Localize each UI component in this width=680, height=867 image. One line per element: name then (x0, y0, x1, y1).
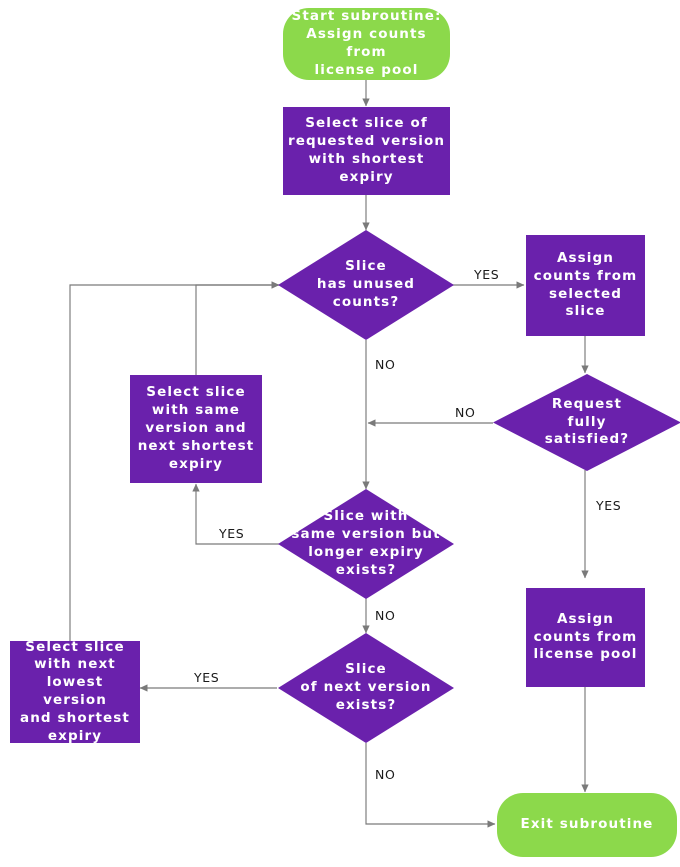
node-select-slice-shortest-expiry[interactable]: Select slice of requested version with s… (283, 107, 450, 195)
node-select-slice-next-lowest-version[interactable]: Select slice with next lowest version an… (10, 638, 140, 744)
edge-label-next-version-no: NO (375, 767, 396, 782)
node-assign-counts-license-pool[interactable]: Assign counts from license pool (526, 588, 645, 687)
node-exit-label: Exit subroutine (520, 816, 654, 833)
node-slice-same-version-longer-expiry[interactable]: Slice with same version but longer expir… (278, 489, 454, 599)
edge-label-request-satisfied-yes: YES (596, 498, 622, 513)
node-slice-next-version-exists[interactable]: Slice of next version exists? (278, 633, 454, 743)
edge-label-longer-expiry-no: NO (375, 608, 396, 623)
node-exit[interactable]: Exit subroutine (497, 793, 677, 857)
edge-next-version-no (365, 743, 496, 828)
edge-select-next-lowest-to-has-unused (69, 281, 280, 641)
edge-label-has-unused-no: NO (375, 357, 396, 372)
node-slice-has-unused-counts-label: Slice has unused counts? (316, 258, 416, 310)
node-select-slice-next-lowest-version-label: Select slice with next lowest version an… (20, 638, 130, 744)
node-assign-counts-selected-slice[interactable]: Assign counts from selected slice (526, 235, 645, 336)
edge-longer-expiry-yes (192, 483, 279, 545)
node-slice-same-version-longer-expiry-label: Slice with same version but longer expir… (291, 508, 441, 578)
edge-label-next-version-yes: YES (194, 670, 220, 685)
node-start-label: Start subroutine: Assign counts from lic… (291, 8, 442, 78)
node-assign-counts-license-pool-label: Assign counts from license pool (533, 610, 638, 663)
edge-label-has-unused-yes: YES (474, 267, 500, 282)
node-start[interactable]: Start subroutine: Assign counts from lic… (283, 8, 450, 80)
node-request-fully-satisfied-label: Request fully satisfied? (544, 395, 630, 448)
node-slice-has-unused-counts[interactable]: Slice has unused counts? (278, 230, 454, 340)
edge-label-request-satisfied-no: NO (455, 405, 476, 420)
node-select-slice-same-version-next-shortest-label: Select slice with same version and next … (137, 384, 255, 472)
edge-label-longer-expiry-yes: YES (219, 526, 245, 541)
node-slice-next-version-exists-label: Slice of next version exists? (300, 661, 432, 713)
node-select-slice-shortest-expiry-label: Select slice of requested version with s… (287, 115, 446, 185)
node-request-fully-satisfied[interactable]: Request fully satisfied? (493, 374, 680, 471)
node-assign-counts-selected-slice-label: Assign counts from selected slice (533, 249, 638, 320)
edge-select-same-next-to-has-unused (195, 281, 280, 378)
node-select-slice-same-version-next-shortest[interactable]: Select slice with same version and next … (130, 375, 262, 483)
